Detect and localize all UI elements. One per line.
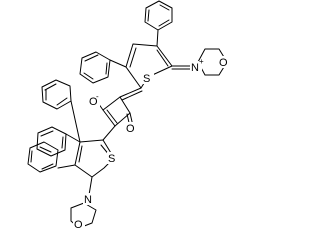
atom-o-minus-charge: - [96, 92, 99, 101]
lower-upper-phenyl-double-3 [61, 136, 64, 149]
upper-right-phenyl-double-3 [158, 19, 170, 27]
atom-o-morpholine-lower: O [74, 219, 83, 230]
squaraine-to-upper-thiophene-2 [121, 90, 143, 101]
upper-right-phenyl-double-2 [159, 4, 170, 11]
lower-upper-phenyl-ring [36, 126, 67, 157]
atom-s-upper: S [143, 73, 150, 85]
atom-n-upper-charge: + [199, 57, 204, 66]
lower-left-phenyl-ring [27, 141, 59, 173]
lower-left-phenyl-double-2 [41, 163, 54, 170]
upper-right-phenyl-double-1 [147, 9, 150, 22]
lower-upper-phenyl-double-1 [40, 130, 54, 137]
upper-left-phenyl-ring [79, 51, 111, 84]
lower-top-phenyl-double-1 [44, 83, 57, 91]
atom-s-lower: S [108, 153, 115, 165]
lower-left-phenyl-bond [57, 164, 76, 169]
lower-left-phenyl-double-1 [30, 150, 33, 163]
squaraine-to-lower-thiophene [102, 125, 116, 141]
atom-o-minus: O [89, 96, 98, 108]
squaraine-to-upper-thiophene [119, 87, 142, 98]
atom-n-upper: N [191, 62, 199, 74]
atom-o-morpholine-upper: O [219, 57, 228, 69]
squaraine-inner-double [106, 109, 118, 124]
upper-right-phenyl-ring [144, 0, 173, 31]
lower-top-phenyl-double-2 [56, 97, 68, 106]
upper-thiophene-double-2 [156, 49, 169, 67]
chemical-structure: O - O S N + O S N O [27, 0, 228, 230]
upper-left-phenyl-double-1 [84, 54, 99, 62]
atom-labels: O - O S N + O S N O [73, 56, 228, 230]
lower-c-n-bond [88, 176, 93, 196]
structure-canvas: O - O S N + O S N O [27, 0, 228, 230]
atom-n-lower: N [84, 194, 92, 206]
lower-upper-phenyl-bond [65, 133, 81, 143]
atom-o-carbonyl: O [126, 123, 135, 135]
upper-thiophene-double-1 [129, 47, 137, 68]
upper-left-phenyl-double-3 [105, 62, 108, 75]
upper-left-phenyl-double-2 [83, 72, 94, 80]
upper-right-phenyl-bond [156, 29, 159, 47]
bond-lines [27, 0, 228, 229]
lower-top-phenyl-link [70, 100, 81, 143]
lower-thiophene-double-1 [78, 145, 83, 163]
lower-upper-phenyl-double-2 [39, 146, 52, 153]
upper-left-phenyl-bond [109, 59, 127, 68]
